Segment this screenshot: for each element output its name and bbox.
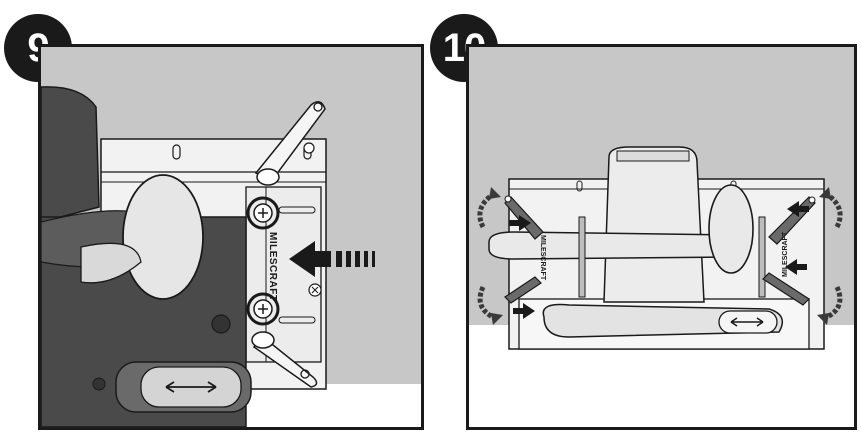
double-arrow-icon xyxy=(165,381,217,393)
small-screw-icon xyxy=(303,142,322,297)
push-arrow-icon xyxy=(289,241,375,277)
rotate-arrow-icon xyxy=(817,285,843,325)
rotate-arrow-icon xyxy=(819,187,843,229)
step-9-illustration: MILESCRAFT xyxy=(38,44,424,430)
upper-left-clamp-arm xyxy=(504,195,544,240)
product-label: MILESCRAFT xyxy=(782,231,789,277)
step-10-illustration: MILESCRAFT MILESCRAFT xyxy=(466,44,857,430)
screw-icon xyxy=(246,292,280,326)
push-arrow-icon xyxy=(787,201,809,217)
double-arrow-icon xyxy=(730,317,764,327)
product-label: MILESCRAFT xyxy=(267,232,278,301)
lower-right-clamp-arm xyxy=(762,272,810,306)
lower-left-clamp-arm xyxy=(504,276,542,304)
threaded-rod xyxy=(578,216,766,298)
push-arrow-icon xyxy=(785,259,807,275)
product-label: MILESCRAFT xyxy=(539,235,546,281)
rotate-arrow-icon xyxy=(477,285,503,325)
upper-clamp-arm xyxy=(254,101,326,186)
screw-icon xyxy=(246,196,280,230)
step-10-drawing: MILESCRAFT MILESCRAFT xyxy=(469,47,854,350)
push-arrow-icon xyxy=(513,303,535,319)
rotate-arrow-icon xyxy=(477,187,501,229)
push-arrow-icon xyxy=(509,215,531,231)
circular-saw-body xyxy=(488,146,784,338)
step-9-drawing: MILESCRAFT xyxy=(41,47,421,427)
lower-clamp-arm xyxy=(251,331,318,388)
